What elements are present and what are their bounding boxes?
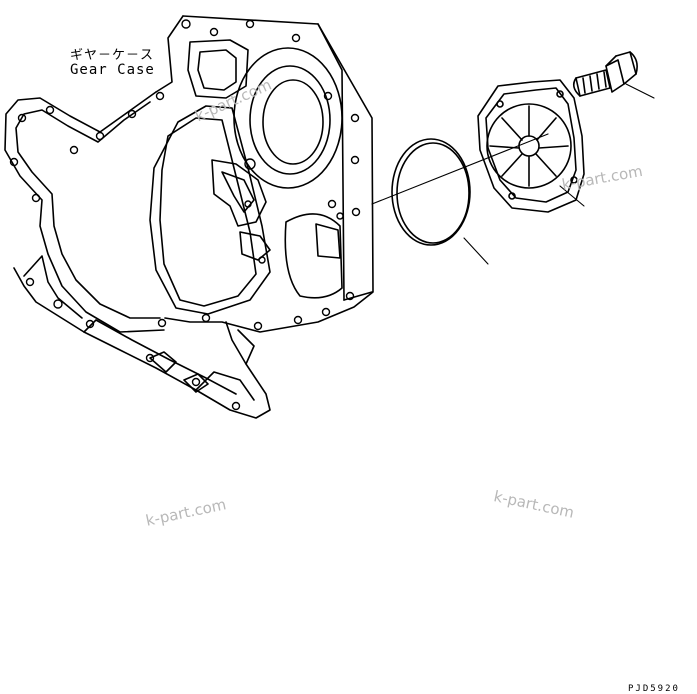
o-ring — [391, 138, 471, 246]
part-name-english: Gear Case — [70, 62, 155, 78]
figure-number: PJD5920 — [628, 684, 680, 694]
leader-lines — [371, 83, 655, 265]
flange-bolt — [572, 51, 638, 97]
part-name-japanese: ギヤ－ケ－ス — [70, 48, 155, 63]
gear-case — [4, 15, 374, 419]
